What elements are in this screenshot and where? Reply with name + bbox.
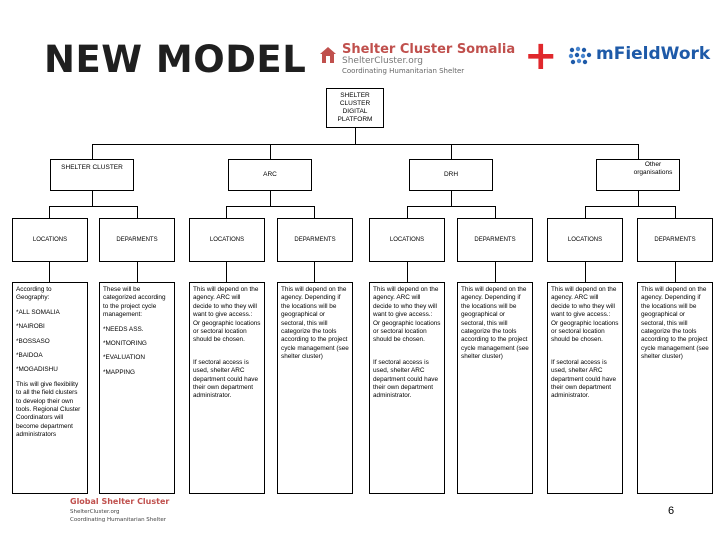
page-title: NEW MODEL — [44, 38, 307, 81]
node-locations-1: LOCATIONS — [12, 218, 88, 262]
connector-line — [451, 191, 452, 206]
page-number: 6 — [668, 505, 675, 517]
connector-line — [49, 206, 137, 207]
detail-paragraph: This will depend on the agency. ARC will… — [193, 286, 261, 344]
node-locations-3: LOCATIONS — [369, 218, 445, 262]
list-item: *MOGADISHU — [16, 366, 58, 374]
list-item: *ALL SOMALIA — [16, 308, 60, 316]
connector-line — [585, 206, 675, 207]
node-departments-2-label: DEPARMENTS — [294, 237, 336, 243]
detail-paragraph: If sectoral access is used, shelter ARC … — [193, 358, 259, 400]
detail-locations-drh: This will depend on the agency. ARC will… — [369, 282, 445, 494]
plus-icon: + — [524, 33, 558, 79]
shelter-cluster-logo-title: Shelter Cluster Somalia — [342, 42, 516, 57]
node-digital-platform-label: SHELTER CLUSTER DIGITAL PLATFORM — [337, 92, 373, 123]
gsc-url: ShelterCluster.org — [70, 509, 120, 515]
connector-line — [49, 206, 50, 218]
gsc-tagline: Coordinating Humanitarian Shelter — [70, 517, 166, 523]
list-item: *MONITORING — [103, 340, 147, 348]
detail-intro: These will be categorized according to t… — [103, 286, 166, 319]
node-departments-4-label: DEPARMENTS — [654, 237, 696, 243]
node-arc: ARC — [228, 159, 312, 191]
detail-paragraph: If sectoral access is used, shelter ARC … — [551, 358, 617, 400]
node-arc-label: ARC — [263, 171, 277, 178]
detail-paragraph: This will depend on the agency. Dependin… — [281, 286, 349, 361]
node-departments-1: DEPARMENTS — [99, 218, 175, 262]
connector-line — [92, 144, 638, 145]
detail-locations-other: This will depend on the agency. ARC will… — [547, 282, 623, 494]
connector-line — [451, 144, 452, 159]
connector-line — [226, 206, 314, 207]
detail-departments-shelter-cluster: These will be categorized according to t… — [99, 282, 175, 494]
detail-intro: According to Geography: — [16, 286, 52, 302]
shelter-cluster-logo-url: ShelterCluster.org — [342, 56, 423, 66]
connector-line — [137, 262, 138, 282]
list-item: *NAIROBI — [16, 323, 45, 331]
connector-line — [314, 262, 315, 282]
connector-line — [675, 262, 676, 282]
detail-paragraph: This will depend on the agency. ARC will… — [551, 286, 619, 344]
connector-line — [407, 262, 408, 282]
node-locations-2: LOCATIONS — [189, 218, 265, 262]
detail-paragraph: This will depend on the agency. ARC will… — [373, 286, 441, 344]
detail-outro: This will give flexibility to all the fi… — [16, 380, 81, 439]
connector-line — [137, 206, 138, 218]
detail-paragraph: This will depend on the agency. Dependin… — [461, 286, 529, 361]
connector-line — [495, 206, 496, 218]
connector-line — [92, 144, 93, 159]
connector-line — [407, 206, 408, 218]
house-icon — [320, 47, 336, 63]
connector-line — [49, 262, 50, 282]
dots-cluster-icon — [568, 46, 592, 65]
mfieldwork-logo-text: mFieldWork — [596, 44, 711, 64]
connector-line — [675, 206, 676, 218]
connector-line — [495, 262, 496, 282]
connector-line — [226, 206, 227, 218]
connector-line — [226, 262, 227, 282]
detail-paragraph: This will depend on the agency. Dependin… — [641, 286, 709, 361]
connector-line — [314, 206, 315, 218]
detail-locations-arc: This will depend on the agency. ARC will… — [189, 282, 265, 494]
node-departments-3: DEPARMENTS — [457, 218, 533, 262]
detail-locations-shelter-cluster: According to Geography: *ALL SOMALIA *NA… — [12, 282, 88, 494]
list-item: *BOSSASO — [16, 337, 50, 345]
node-locations-4-label: LOCATIONS — [567, 237, 603, 243]
list-item: *EVALUATION — [103, 354, 146, 362]
node-other-organisations-label: Other organisations — [633, 161, 673, 176]
connector-line — [638, 144, 639, 159]
node-digital-platform: SHELTER CLUSTER DIGITAL PLATFORM — [326, 88, 384, 128]
node-locations-3-label: LOCATIONS — [389, 237, 425, 243]
node-locations-4: LOCATIONS — [547, 218, 623, 262]
list-item: *BAIDOA — [16, 352, 43, 360]
node-shelter-cluster-label: SHELTER CLUSTER — [61, 164, 123, 171]
node-departments-2: DEPARMENTS — [277, 218, 353, 262]
connector-line — [407, 206, 495, 207]
node-locations-2-label: LOCATIONS — [209, 237, 245, 243]
node-departments-3-label: DEPARMENTS — [474, 237, 516, 243]
gsc-title: Global Shelter Cluster — [70, 497, 170, 506]
connector-line — [270, 144, 271, 159]
connector-line — [270, 191, 271, 206]
connector-line — [585, 206, 586, 218]
node-drh-label: DRH — [443, 171, 459, 178]
detail-departments-arc: This will depend on the agency. Dependin… — [277, 282, 353, 494]
detail-paragraph: If sectoral access is used, shelter ARC … — [373, 358, 439, 400]
list-item: *NEEDS ASS. — [103, 325, 144, 333]
shelter-cluster-logo-tagline: Coordinating Humanitarian Shelter — [342, 67, 465, 75]
connector-line — [92, 191, 93, 206]
node-departments-4: DEPARMENTS — [637, 218, 713, 262]
location-list: *ALL SOMALIA *NAIROBI *BOSSASO *BAIDOA *… — [16, 309, 84, 375]
node-departments-1-label: DEPARMENTS — [116, 237, 158, 243]
connector-line — [638, 191, 639, 206]
list-item: *MAPPING — [103, 368, 135, 376]
connector-line — [355, 128, 356, 144]
detail-departments-drh: This will depend on the agency. Dependin… — [457, 282, 533, 494]
connector-line — [585, 262, 586, 282]
node-other-organisations: Other organisations — [596, 159, 680, 191]
node-drh: DRH — [409, 159, 493, 191]
department-list: *NEEDS ASS. *MONITORING *EVALUATION *MAP… — [103, 326, 171, 378]
node-locations-1-label: LOCATIONS — [32, 237, 68, 243]
node-shelter-cluster: SHELTER CLUSTER — [50, 159, 134, 191]
detail-departments-other: This will depend on the agency. Dependin… — [637, 282, 713, 494]
